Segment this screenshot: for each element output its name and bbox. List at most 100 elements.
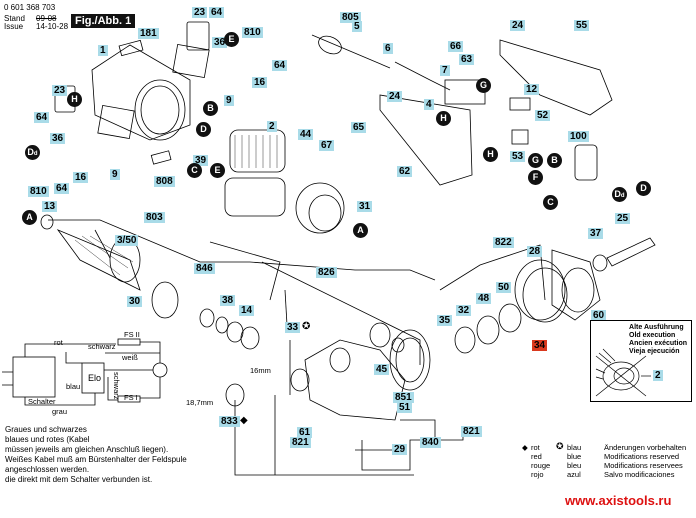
part-label-60[interactable]: 60 — [591, 310, 607, 321]
wire-label-rot: rot — [54, 338, 63, 347]
part-label-55[interactable]: 55 — [574, 20, 590, 31]
part-label-67[interactable]: 67 — [319, 140, 335, 151]
part-label-29[interactable]: 29 — [392, 444, 408, 455]
wire-label-fs2: FS II — [124, 330, 140, 339]
legend-red-marker-icon: ◆ — [522, 443, 528, 452]
marker-b: B — [547, 153, 562, 168]
part-label-50[interactable]: 50 — [496, 282, 512, 293]
wiring-note: Graues und schwarzes blaues und rotes (K… — [5, 425, 187, 484]
part-label-822[interactable]: 822 — [493, 237, 514, 248]
part-label-808[interactable]: 808 — [154, 176, 175, 187]
marker-dd: Dd — [25, 145, 40, 160]
part-label-33[interactable]: 33 — [285, 322, 301, 333]
issue-date: 14-10-28 — [36, 22, 69, 31]
marker-h: H — [436, 111, 451, 126]
stand-date: 09-08 — [36, 14, 57, 23]
part-label-64[interactable]: 64 — [272, 60, 288, 71]
marker-f: F — [528, 170, 543, 185]
part-label-62[interactable]: 62 — [397, 166, 413, 177]
part-label-63[interactable]: 63 — [459, 54, 475, 65]
marker-a: A — [22, 210, 37, 225]
wire-label-weiss: weiß — [122, 353, 138, 362]
part-label-36[interactable]: 36 — [212, 37, 228, 48]
part-label-6[interactable]: 6 — [383, 43, 393, 54]
wire-label-schwarz-vertical: schwarz — [112, 372, 121, 400]
part-label-840[interactable]: 840 — [420, 437, 441, 448]
part-label-24[interactable]: 24 — [387, 91, 403, 102]
part-label-4[interactable]: 4 — [424, 99, 434, 110]
part-label-51[interactable]: 51 — [397, 402, 413, 413]
part-label-53[interactable]: 53 — [510, 151, 526, 162]
part-number: 0 601 368 703 — [4, 3, 56, 12]
part-label-810[interactable]: 810 — [242, 27, 263, 38]
part-label-2[interactable]: 2 — [267, 121, 277, 132]
part-label-23[interactable]: 23 — [52, 85, 68, 96]
part-label-805[interactable]: 805 — [340, 12, 361, 23]
marker-d: D — [196, 122, 211, 137]
part-label-23[interactable]: 23 — [192, 7, 208, 18]
part-label-30[interactable]: 30 — [127, 296, 143, 307]
part-label-9[interactable]: 9 — [224, 95, 234, 106]
part-label-833[interactable]: 833 — [219, 416, 240, 427]
part-label-821[interactable]: 821 — [461, 426, 482, 437]
part-label-25[interactable]: 25 — [615, 213, 631, 224]
watermark-link[interactable]: www.axistools.ru — [565, 493, 672, 508]
part-label-32[interactable]: 32 — [456, 305, 472, 316]
part-label-35[interactable]: 35 — [437, 315, 453, 326]
part-label-31[interactable]: 31 — [357, 201, 373, 212]
wire-label-schwarz: schwarz — [88, 342, 116, 351]
part-label-39[interactable]: 39 — [193, 155, 209, 166]
part-label-64[interactable]: 64 — [209, 7, 225, 18]
part-label-803[interactable]: 803 — [144, 212, 165, 223]
part-label-65[interactable]: 65 — [351, 122, 367, 133]
issue-label: Issue — [4, 22, 24, 31]
part-label-13[interactable]: 13 — [42, 201, 58, 212]
marker-b: B — [203, 101, 218, 116]
part-label-14[interactable]: 14 — [239, 305, 255, 316]
part-label-7[interactable]: 7 — [440, 65, 450, 76]
part-label-826[interactable]: 826 — [316, 267, 337, 278]
part-label-851[interactable]: 851 — [393, 392, 414, 403]
part-label-64[interactable]: 64 — [34, 112, 50, 123]
part-label-100[interactable]: 100 — [568, 131, 589, 142]
part-label-24[interactable]: 24 — [510, 20, 526, 31]
part-label-66[interactable]: 66 — [448, 41, 464, 52]
part-label-16[interactable]: 16 — [73, 172, 89, 183]
wire-label-fs1: FS I — [124, 393, 138, 402]
wire-label-elo: Elo — [88, 373, 102, 383]
part-label-52[interactable]: 52 — [535, 110, 551, 121]
part-label-181[interactable]: 181 — [138, 28, 159, 39]
part-label-44[interactable]: 44 — [298, 129, 314, 140]
part-label-38[interactable]: 38 — [220, 295, 236, 306]
marker-g: G — [528, 153, 543, 168]
part-label-37[interactable]: 37 — [588, 228, 604, 239]
part-label-36[interactable]: 36 — [50, 133, 66, 144]
part-label-34[interactable]: 34 — [532, 340, 548, 351]
part-label-61[interactable]: 61 — [297, 427, 313, 438]
part-label-45[interactable]: 45 — [374, 364, 390, 375]
stand-label: Stand — [4, 14, 25, 23]
marker-c: C — [187, 163, 202, 178]
part-label-9[interactable]: 9 — [110, 169, 120, 180]
part-label-810[interactable]: 810 — [28, 186, 49, 197]
figure-title: Fig./Abb. 1 — [71, 14, 136, 28]
part-label-16[interactable]: 16 — [252, 77, 268, 88]
part-label-12[interactable]: 12 — [524, 84, 540, 95]
marker-e: E — [210, 163, 225, 178]
part-label-821[interactable]: 821 — [290, 437, 311, 448]
part-label-846[interactable]: 846 — [194, 263, 215, 274]
part-label-48[interactable]: 48 — [476, 293, 492, 304]
part-label-28[interactable]: 28 — [527, 246, 543, 257]
part-label-5[interactable]: 5 — [352, 21, 362, 32]
dimension-18-7mm: 18,7mm — [186, 398, 214, 407]
part-label-2[interactable]: 2 — [653, 370, 663, 381]
old-coil-drawing — [595, 348, 651, 397]
motor-housing-drawing — [91, 44, 191, 141]
part-label-64[interactable]: 64 — [54, 183, 70, 194]
part-label-1[interactable]: 1 — [98, 45, 108, 56]
part-label-3-50[interactable]: 3/50 — [115, 235, 139, 246]
